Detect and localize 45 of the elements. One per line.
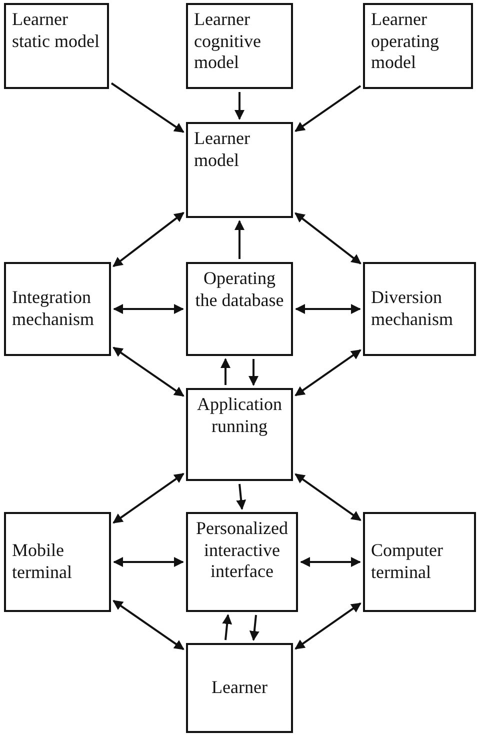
box-label: Learner static model <box>12 9 100 52</box>
arrow <box>295 304 361 314</box>
process-box <box>363 512 476 612</box>
process-box <box>186 262 293 356</box>
process-box <box>363 262 476 356</box>
arrow <box>113 557 184 567</box>
arrow <box>294 349 362 396</box>
box-label: Mobile terminal <box>12 540 73 584</box>
box-label: Diversion mechanism <box>371 287 454 331</box>
process-box <box>186 122 293 218</box>
box-label: Computer terminal <box>371 540 444 584</box>
process-box <box>186 512 298 612</box>
box-label: Personalized interactive interface <box>195 518 289 583</box>
box-label: Learner operating model <box>371 9 440 74</box>
arrow <box>112 472 184 524</box>
arrow <box>300 557 361 567</box>
process-box <box>363 3 473 89</box>
box-label: Integration mechanism <box>12 287 95 331</box>
box-label: Learner cognitive model <box>194 9 262 74</box>
process-box <box>186 3 293 89</box>
arrow <box>112 212 184 268</box>
arrow <box>234 92 244 120</box>
arrow <box>249 614 260 641</box>
arrow <box>110 82 184 133</box>
box-label: Operating the database <box>194 268 285 312</box>
process-box <box>4 512 111 612</box>
box-label: Learner model <box>194 128 251 172</box>
process-box <box>4 3 109 89</box>
arrow <box>294 212 362 264</box>
arrow <box>294 85 362 132</box>
arrow <box>220 358 230 385</box>
process-box <box>186 643 293 733</box>
arrow <box>112 346 184 397</box>
arrow <box>112 600 184 650</box>
arrow <box>222 614 232 640</box>
process-box <box>4 262 111 356</box>
process-box <box>186 388 293 481</box>
arrow <box>294 473 362 522</box>
arrow <box>234 220 244 259</box>
arrow <box>294 602 362 650</box>
arrow <box>236 484 246 510</box>
box-label: Application running <box>196 394 283 438</box>
arrow <box>248 359 258 386</box>
box-label: Learner <box>212 677 268 699</box>
arrow <box>113 304 184 314</box>
